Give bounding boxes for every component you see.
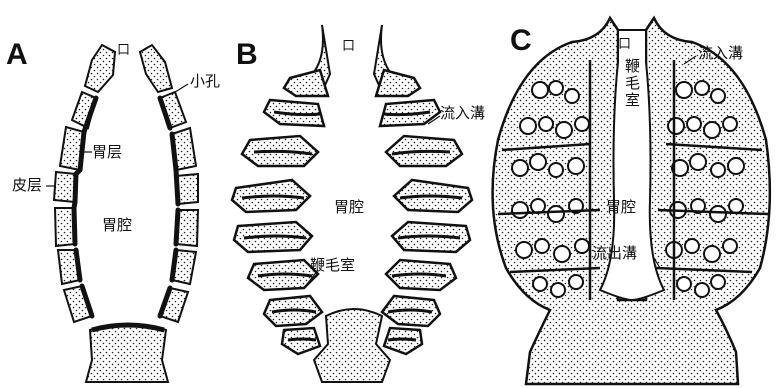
label-mouth-b: 口 xyxy=(342,40,355,53)
label-stomach-layer: 胃层 xyxy=(92,145,122,160)
label-inflow-canal-b: 流入溝 xyxy=(440,106,485,121)
label-inflow-canal-c: 流入溝 xyxy=(698,46,743,61)
label-flagellated-chamber-b: 鞭毛室 xyxy=(310,258,355,273)
label-stomach-cavity-a: 胃腔 xyxy=(102,218,132,233)
panel-c-leucon: C 口 流入溝 鞭毛室 胃腔 流出溝 xyxy=(480,0,777,388)
label-skin-layer: 皮层 xyxy=(12,178,42,193)
label-stomach-cavity-c: 胃腔 xyxy=(606,200,636,215)
left-wall-cells xyxy=(54,45,115,322)
panel-a-ascon: A 口 小孔 胃层 皮层 胃腔 xyxy=(0,0,230,388)
label-stomach-cavity-b: 胃腔 xyxy=(334,200,364,215)
panel-letter-a: A xyxy=(6,40,28,70)
label-mouth-c: 口 xyxy=(618,38,631,51)
ascon-body-diagram xyxy=(0,0,230,388)
panel-letter-c: C xyxy=(510,26,532,56)
sycon-body-diagram xyxy=(230,0,480,388)
stomach-layer-lining xyxy=(74,98,178,316)
base-block-b xyxy=(314,309,390,382)
label-mouth-a: 口 xyxy=(117,44,130,57)
panel-b-sycon: B 口 流入溝 胃腔 鞭毛室 xyxy=(230,0,480,388)
panel-letter-b: B xyxy=(236,40,258,70)
label-outflow-canal-c: 流出溝 xyxy=(592,246,637,261)
base-block xyxy=(86,324,168,382)
label-pore: 小孔 xyxy=(190,74,220,89)
label-flagellated-chamber-c: 鞭毛室 xyxy=(624,58,639,109)
